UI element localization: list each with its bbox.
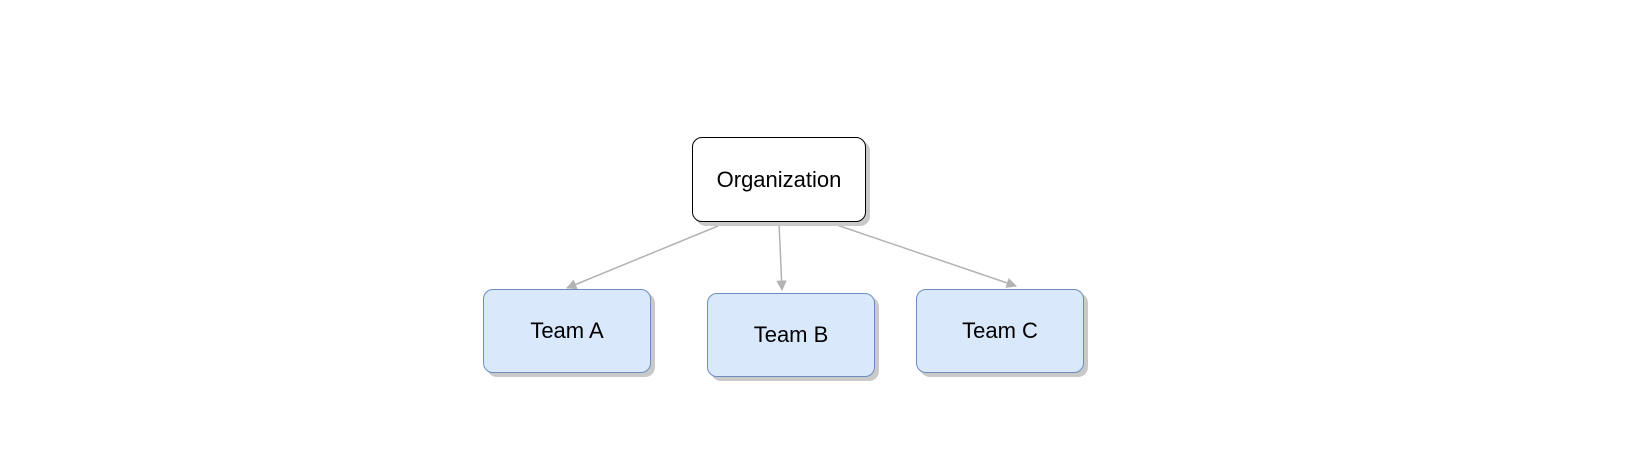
node-team-a-label: Team A — [530, 318, 604, 343]
edge-organization-team-c — [827, 221, 1017, 288]
node-organization-label: Organization — [716, 166, 842, 192]
node-team-a[interactable]: Team A — [483, 289, 651, 373]
node-team-b[interactable]: Team B — [707, 293, 875, 377]
edge-organization-team-b — [776, 221, 787, 292]
node-team-c[interactable]: Team C — [916, 289, 1084, 373]
edge-organization-team-a — [566, 225, 719, 290]
node-team-c-label: Team C — [962, 318, 1038, 343]
node-team-b-label: Team B — [753, 322, 829, 347]
node-organization[interactable]: Organization — [692, 137, 866, 222]
